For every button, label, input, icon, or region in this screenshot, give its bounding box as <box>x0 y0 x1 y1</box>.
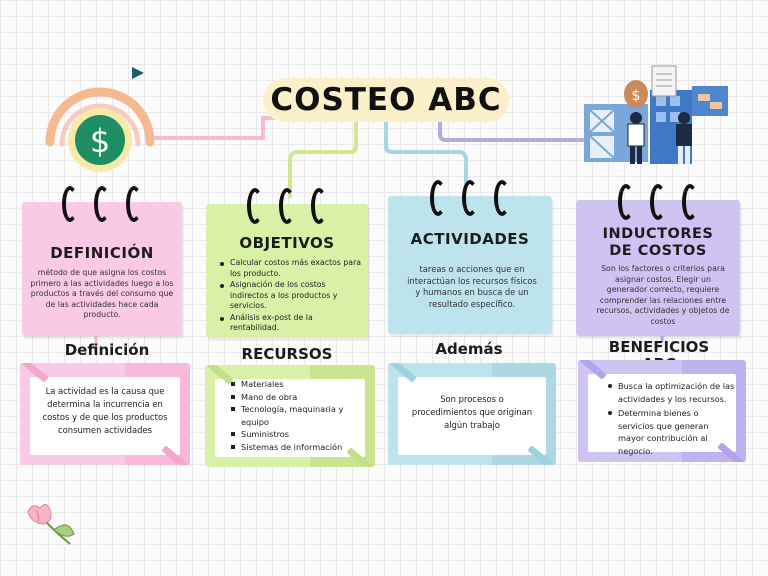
card-objetivos: OBJETIVOS Calcular costos más exactos pa… <box>206 188 368 338</box>
list-item: Sistemas de información <box>231 441 361 454</box>
binder-rings <box>576 184 740 220</box>
title-text: COSTEO ABC <box>270 82 502 118</box>
card-text: Son los factores o criterios para asigna… <box>596 264 730 326</box>
card-heading: DEFINICIÓN <box>50 244 154 262</box>
dollar-coin-icon: $ <box>45 87 155 172</box>
box-text: La actividad es la causa que determina l… <box>42 386 168 435</box>
binder-rings <box>22 186 182 222</box>
binder-rings <box>388 180 552 216</box>
card-heading: ACTIVIDADES <box>410 230 530 248</box>
list-item: Tecnología, maquinaria y equipo <box>231 403 361 428</box>
list-item: Busca la optimización de las actividades… <box>608 381 735 404</box>
svg-text:$: $ <box>632 88 641 104</box>
list-item: Calcular costos más exactos para los pro… <box>220 258 362 278</box>
objetivos-list: Calcular costos más exactos para los pro… <box>216 258 362 334</box>
sub-heading-recursos: RECURSOS <box>241 345 333 363</box>
card-text: tareas o acciones que en interactúan los… <box>407 264 537 309</box>
sub-heading-ademas: Además <box>435 340 503 358</box>
list-item: Determina bienes o servicios que generan… <box>608 407 736 457</box>
list-item: Mano de obra <box>231 391 361 404</box>
list-item: Materiales <box>231 378 361 391</box>
box-beneficios: Busca la optimización de las actividades… <box>578 360 746 462</box>
recursos-list: Materiales Mano de obra Tecnología, maqu… <box>227 378 361 453</box>
list-item: Análisis ex-post de la rentabilidad. <box>220 313 362 334</box>
box-definicion: La actividad es la causa que determina l… <box>20 363 190 465</box>
card-text: método de que asigna los costos primero … <box>30 268 174 319</box>
tulip-icon <box>27 504 75 545</box>
binder-rings <box>206 188 368 224</box>
card-definicion: DEFINICIÓN método de que asigna los cost… <box>22 186 182 336</box>
card-heading: INDUCTORES DE COSTOS <box>602 226 714 259</box>
card-actividades: ACTIVIDADES tareas o acciones que en int… <box>388 180 552 334</box>
box-ademas: Son procesos o procedimientos que origin… <box>388 363 556 465</box>
sub-heading-definicion: Definición <box>64 341 150 359</box>
svg-text:$: $ <box>90 122 110 160</box>
card-heading: OBJETIVOS <box>239 234 335 252</box>
list-item: Asignación de los costos indirectos a lo… <box>220 280 362 312</box>
beneficios-list: Busca la optimización de las actividades… <box>604 380 736 457</box>
box-recursos: Materiales Mano de obra Tecnología, maqu… <box>205 365 375 467</box>
triangle-play-icon <box>132 67 144 79</box>
page-title: COSTEO ABC <box>263 78 509 122</box>
card-inductores: INDUCTORES DE COSTOS Son los factores o … <box>576 184 740 336</box>
box-text: Son procesos o procedimientos que origin… <box>411 394 533 430</box>
business-people-illustration: $ <box>584 65 728 164</box>
list-item: Suministros <box>231 428 361 441</box>
